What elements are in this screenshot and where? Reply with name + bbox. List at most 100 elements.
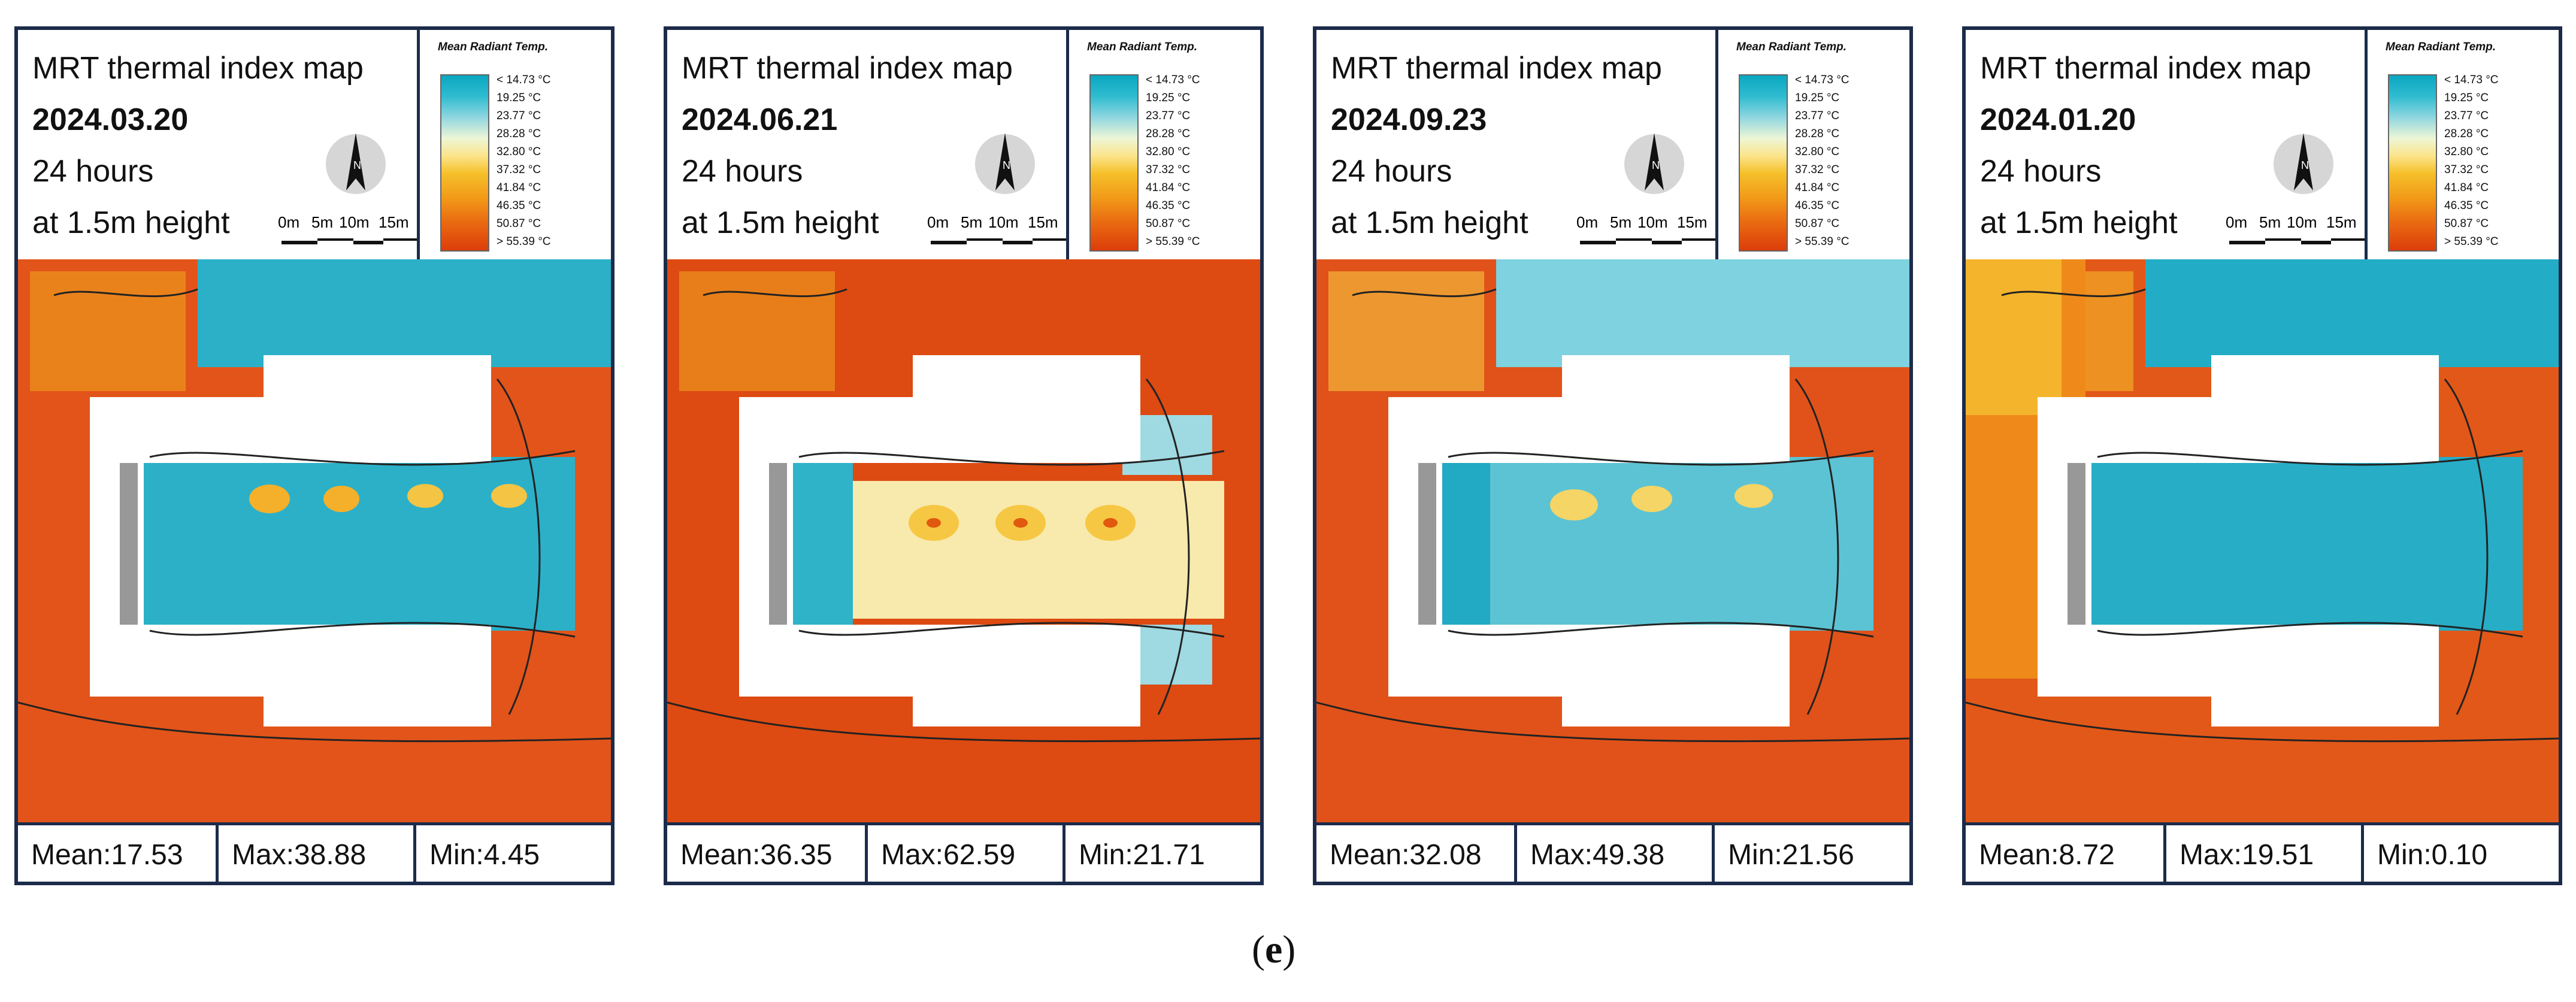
north-arrow-icon: N [1624,133,1684,194]
legend-label: 28.28 °C [1795,128,1840,140]
svg-text:N: N [1003,159,1010,171]
legend-label: < 14.73 °C [497,74,551,86]
map-date: 2024.03.20 [32,102,189,137]
legend-label: 19.25 °C [1795,92,1840,104]
stat-mean: Mean:8.72 [1979,839,2115,871]
legend-label: < 14.73 °C [1795,74,1849,86]
legend-label: < 14.73 °C [1146,74,1200,86]
stat-max: Max:49.38 [1514,825,1712,885]
scale-label: 0m [278,214,299,231]
svg-text:N: N [2301,159,2309,171]
legend-label: 46.35 °C [497,199,541,212]
map-duration: 24 hours [1980,154,2102,189]
legend-label: 50.87 °C [1795,217,1840,230]
mrt-heatmap [1966,259,2559,822]
scale-label: 10m [2287,214,2317,231]
north-arrow-icon: N [326,133,386,194]
stats-row: Mean:8.72 Max:19.51 Min:0.10 [1966,822,2559,885]
legend-label: 23.77 °C [2444,110,2489,122]
legend-label: < 14.73 °C [2444,74,2499,86]
map-title: MRT thermal index map [1331,51,1662,86]
legend-labels: < 14.73 °C 19.25 °C 23.77 °C 28.28 °C 32.80 … [1146,74,1263,254]
legend-label: 46.35 °C [2444,199,2489,212]
map-title: MRT thermal index map [32,51,364,86]
mrt-heatmap [1316,259,1909,822]
scale-label: 5m [2259,214,2281,231]
legend-label: 50.87 °C [497,217,541,230]
legend-label: 32.80 °C [1146,146,1191,158]
map-height: at 1.5m height [1331,205,1528,240]
scale-label: 5m [311,214,333,231]
stat-max: Max:38.88 [216,825,413,885]
legend-label: 41.84 °C [1146,181,1191,194]
stat-min: Min:21.71 [1063,825,1260,885]
legend-title: Mean Radiant Temp. [2386,41,2496,53]
legend-color-bar [440,74,489,252]
legend-label: 50.87 °C [1146,217,1191,230]
map-title: MRT thermal index map [1980,51,2311,86]
legend-label: > 55.39 °C [1146,235,1200,248]
legend-label: 19.25 °C [497,92,541,104]
legend-color-bar [1739,74,1788,252]
stats-row: Mean:17.53 Max:38.88 Min:4.45 [18,822,611,885]
legend-label: 46.35 °C [1146,199,1191,212]
legend-label: 37.32 °C [497,164,541,176]
scale-label: 0m [2226,214,2247,231]
stat-max: Max:62.59 [865,825,1063,885]
stats-row: Mean:32.08 Max:49.38 Min:21.56 [1316,822,1909,885]
stat-min: Min:4.45 [413,825,611,885]
legend-label: 32.80 °C [2444,146,2489,158]
legend-title: Mean Radiant Temp. [1087,41,1198,53]
legend-label: > 55.39 °C [1795,235,1849,248]
legend-label: > 55.39 °C [497,235,551,248]
legend-label: 28.28 °C [497,128,541,140]
panel-header: MRT thermal index map 2024.06.21 24 hour… [667,30,1260,262]
scale-label: 15m [379,214,409,231]
legend-label: 50.87 °C [2444,217,2489,230]
scale-label: 15m [1028,214,1058,231]
legend-label: 37.32 °C [2444,164,2489,176]
legend-label: 41.84 °C [2444,181,2489,194]
map-height: at 1.5m height [32,205,230,240]
svg-text:N: N [1652,159,1660,171]
panel-header: MRT thermal index map 2024.03.20 24 hour… [18,30,611,262]
legend-labels: < 14.73 °C 19.25 °C 23.77 °C 28.28 °C 32.80 … [2444,74,2562,254]
legend-label: 28.28 °C [1146,128,1191,140]
map-panel: MRT thermal index map 2024.01.20 24 hour… [1962,26,2562,885]
map-panel: MRT thermal index map 2024.09.23 24 hour… [1313,26,1913,885]
stat-mean: Mean:36.35 [680,839,833,871]
legend-title: Mean Radiant Temp. [438,41,549,53]
stats-row: Mean:36.35 Max:62.59 Min:21.71 [667,822,1260,885]
legend-label: 46.35 °C [1795,199,1840,212]
map-date: 2024.01.20 [1980,102,2136,137]
legend-label: 19.25 °C [1146,92,1191,104]
map-panel: MRT thermal index map 2024.03.20 24 hour… [14,26,615,885]
legend-label: 41.84 °C [497,181,541,194]
legend-label: 37.32 °C [1795,164,1840,176]
legend-color-bar [2388,74,2437,252]
north-arrow-icon: N [2274,133,2333,194]
legend-label: 23.77 °C [1146,110,1191,122]
legend-label: 28.28 °C [2444,128,2489,140]
panel-header: MRT thermal index map 2024.01.20 24 hour… [1966,30,2559,262]
north-arrow-icon: N [975,133,1035,194]
scale-label: 5m [1610,214,1631,231]
mrt-heatmap [18,259,611,822]
legend-label: 41.84 °C [1795,181,1840,194]
legend-label: 19.25 °C [2444,92,2489,104]
svg-text:N: N [353,159,361,171]
stat-max: Max:19.51 [2163,825,2361,885]
scale-label: 5m [961,214,982,231]
map-panel: MRT thermal index map 2024.06.21 24 hour… [664,26,1264,885]
map-duration: 24 hours [682,154,803,189]
map-duration: 24 hours [1331,154,1452,189]
map-title: MRT thermal index map [682,51,1013,86]
